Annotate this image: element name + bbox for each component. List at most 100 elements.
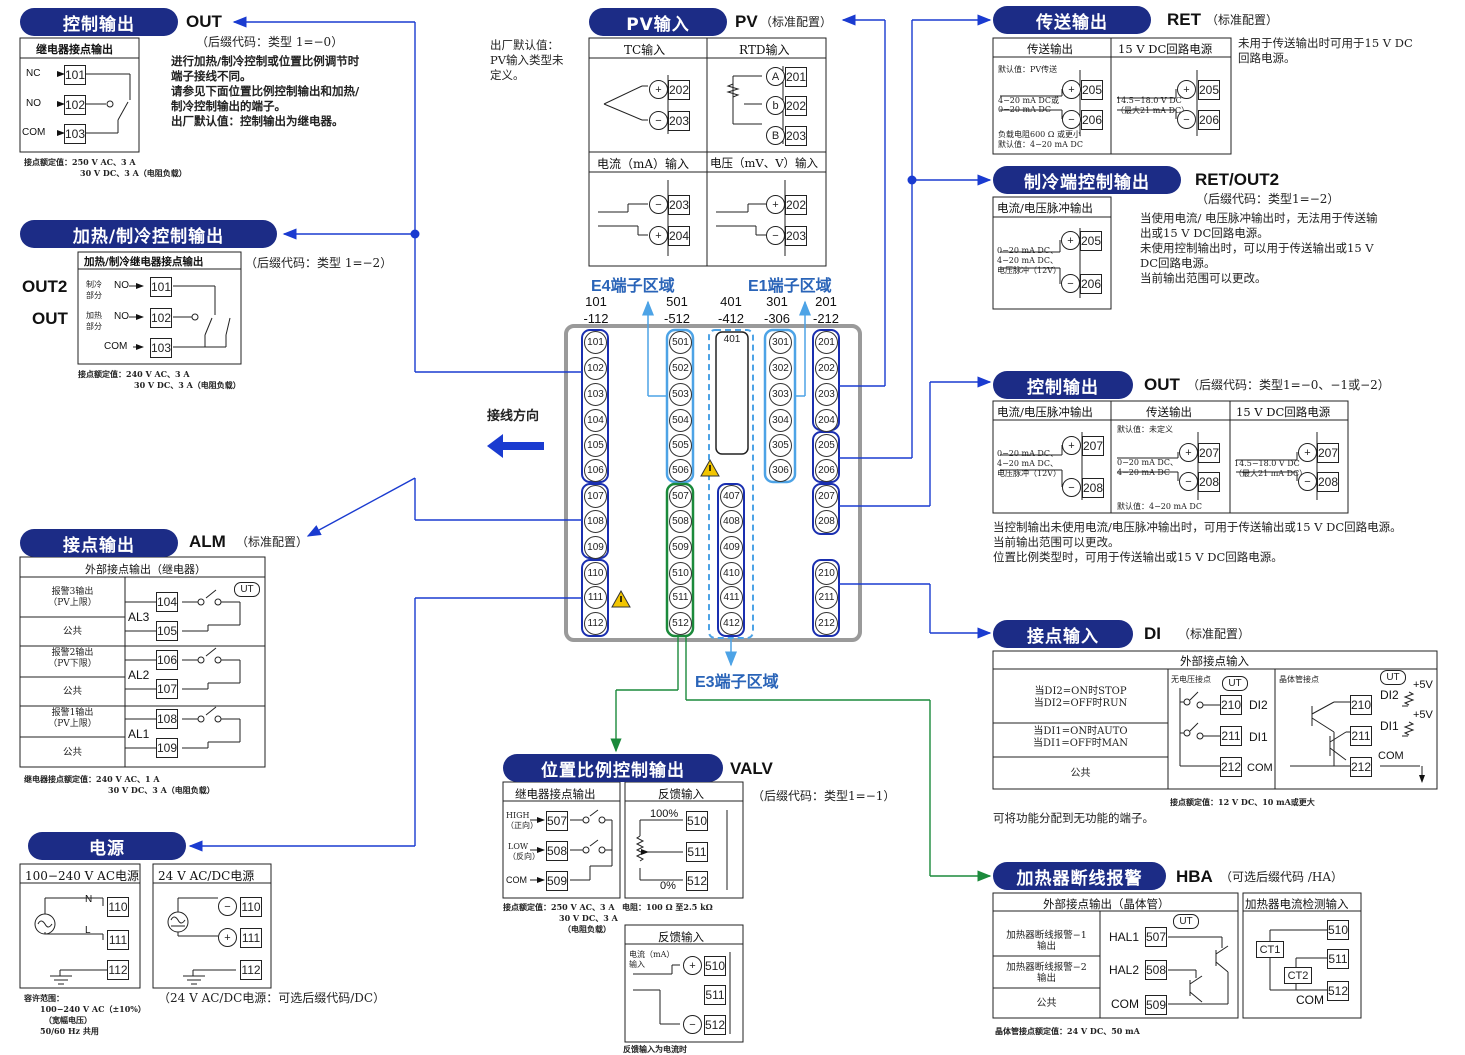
ct-terminal-511: 511 — [1327, 949, 1349, 969]
rtd-b: b — [766, 96, 785, 115]
outr-tx-range: 0−20 mA DC、 4−20 mA DC — [1117, 458, 1178, 477]
hba-terminal-507: 507 — [1145, 927, 1167, 947]
alm-ut-badge: UT — [234, 582, 260, 597]
di-tr-terminal-210: 210 — [1350, 695, 1372, 715]
power-terminal-110: 110 — [107, 897, 129, 917]
hc-pill: 加热/制冷控制输出 — [20, 220, 277, 248]
di-terminal-211: 211 — [1220, 726, 1242, 746]
outr-terminal-207: 207 — [1082, 436, 1104, 456]
power-terminal-112: 112 — [107, 960, 129, 980]
rtd-input-header: RTD输入 — [739, 43, 790, 57]
fb2-header: 反馈输入 — [658, 930, 704, 944]
terminal-205: 205 — [815, 434, 838, 457]
valv-suffix: （后缀代码：类型1=−1） — [752, 789, 896, 803]
outr-lp-plus: + — [1298, 443, 1317, 462]
power-terminal-111: 111 — [107, 930, 129, 950]
range-label-201: 201-212 — [812, 294, 840, 326]
terminal-303: 303 — [769, 383, 792, 406]
dc-minus: − — [218, 897, 237, 916]
ret-header-2: 15 V DC回路电源 — [1118, 42, 1213, 56]
terminal-508: 508 — [669, 510, 692, 533]
di1-label: DI1 — [1249, 730, 1268, 744]
rtd-terminal-202: 202 — [785, 96, 807, 116]
out-code: OUT — [186, 12, 222, 31]
al3-label: AL3 — [128, 610, 150, 624]
hba-terminal-508: 508 — [1145, 960, 1167, 980]
di-tr-terminal-212: 212 — [1350, 757, 1372, 777]
di-pill: 接点输入 — [993, 620, 1133, 648]
alm-terminal-108: 108 — [156, 709, 178, 729]
terminal-512: 512 — [669, 612, 692, 635]
valv-resistance: 电阻：100 Ω 至2.5 kΩ — [622, 902, 713, 912]
out-terminal-103: 103 — [64, 124, 86, 144]
ct2-box: CT2 — [1284, 967, 1312, 984]
outr-tx-minus: − — [1179, 472, 1198, 491]
terminal-510: 510 — [669, 562, 692, 585]
tc-input-header: TC输入 — [624, 43, 666, 57]
alm3-label: 报警3输出（PV上限） — [48, 587, 97, 608]
alm2-label: 报警2输出（PV下限） — [48, 648, 97, 669]
terminal-412: 412 — [720, 612, 743, 635]
hba-rating: 晶体管接点额定值：24 V DC、50 mA — [995, 1026, 1140, 1036]
retout2-signal: 0−20 mA DC、 4−20 mA DC、 电压脉冲（12V） — [997, 246, 1061, 275]
ret-load: 负载电阻600 Ω 或更小 默认值：4−20 mA DC — [998, 130, 1083, 149]
outr-minus: − — [1062, 478, 1081, 497]
valv-high-label: HIGH （正向） — [506, 811, 538, 830]
terminal-301: 301 — [769, 331, 792, 354]
l-label: L — [85, 925, 91, 936]
range-label-401: 401-412 — [717, 294, 745, 326]
di2-tr-label: DI2 — [1380, 688, 1399, 702]
tc-minus: − — [649, 111, 668, 130]
outr-lp-terminal-208: 208 — [1317, 472, 1339, 492]
outr-signal: 0−20 mA DC、 4−20 mA DC、 电压脉冲（12V） — [997, 449, 1061, 478]
di-tr-terminal-211: 211 — [1350, 726, 1372, 746]
fb-note: 反馈输入为电流时 — [623, 1044, 687, 1054]
hc-no1: NO — [114, 280, 129, 291]
terminal-506: 506 — [669, 459, 692, 482]
terminal-110: 110 — [584, 562, 607, 585]
out2-label: OUT2 — [22, 277, 68, 296]
alm-terminal-104: 104 — [156, 592, 178, 612]
fb-ma-label: 电流（mA） 输入 — [629, 950, 675, 969]
di-terminal-210: 210 — [1220, 695, 1242, 715]
ret-code: RET — [1167, 10, 1201, 29]
heat-part-label: 加热 部分 — [86, 311, 102, 331]
pv-factory-default: 出厂默认值：PV输入类型未定义。 — [490, 38, 564, 82]
terminal-401: 401 — [723, 334, 741, 345]
dc-power-header: 24 V AC/DC电源 — [158, 869, 255, 883]
fb-terminal-512: 512 — [686, 871, 708, 891]
com-label: COM — [22, 127, 46, 138]
pv-std: （标准配置） — [760, 15, 833, 29]
ac-power-header: 100−240 V AC电源 — [25, 869, 140, 883]
di-ut-badge-1: UT — [1222, 676, 1248, 691]
terminal-408: 408 — [720, 510, 743, 533]
rtd-a: A — [766, 67, 785, 86]
hc-header: 加热/制冷继电器接点输出 — [84, 256, 204, 268]
ret-terminal-205: 205 — [1081, 80, 1103, 100]
terminal-511: 511 — [669, 586, 692, 609]
range-label-301: 301-306 — [763, 294, 791, 326]
alm-code: ALM — [189, 532, 226, 551]
dc-terminal-110: 110 — [240, 897, 262, 917]
di-note: 可将功能分配到无功能的端子。 — [993, 811, 1154, 825]
di-transistor-label: 晶体管接点 — [1279, 675, 1319, 684]
ret-lp-terminal-205: 205 — [1198, 80, 1220, 100]
hba-com-label: COM — [1111, 997, 1139, 1011]
hc-no2: NO — [114, 311, 129, 322]
terminal-211: 211 — [815, 586, 838, 609]
e4-zone-label: E4端子区域 — [591, 278, 675, 295]
terminal-201: 201 — [815, 331, 838, 354]
hc-com: COM — [104, 341, 128, 352]
terminal-501: 501 — [669, 331, 692, 354]
hba-alarm2-label: 加热器断线报警−2 输出 — [1006, 962, 1087, 984]
hc-terminal-103: 103 — [150, 338, 172, 358]
valv-relay-header: 继电器接点输出 — [515, 787, 596, 801]
terminal-101: 101 — [584, 331, 607, 354]
hba-ut-badge: UT — [1173, 914, 1199, 929]
terminal-210: 210 — [815, 562, 838, 585]
alm1-label: 报警1输出（PV上限） — [48, 708, 97, 729]
terminal-305: 305 — [769, 434, 792, 457]
fb2-terminal-510: 510 — [704, 956, 726, 976]
terminal-108: 108 — [584, 510, 607, 533]
